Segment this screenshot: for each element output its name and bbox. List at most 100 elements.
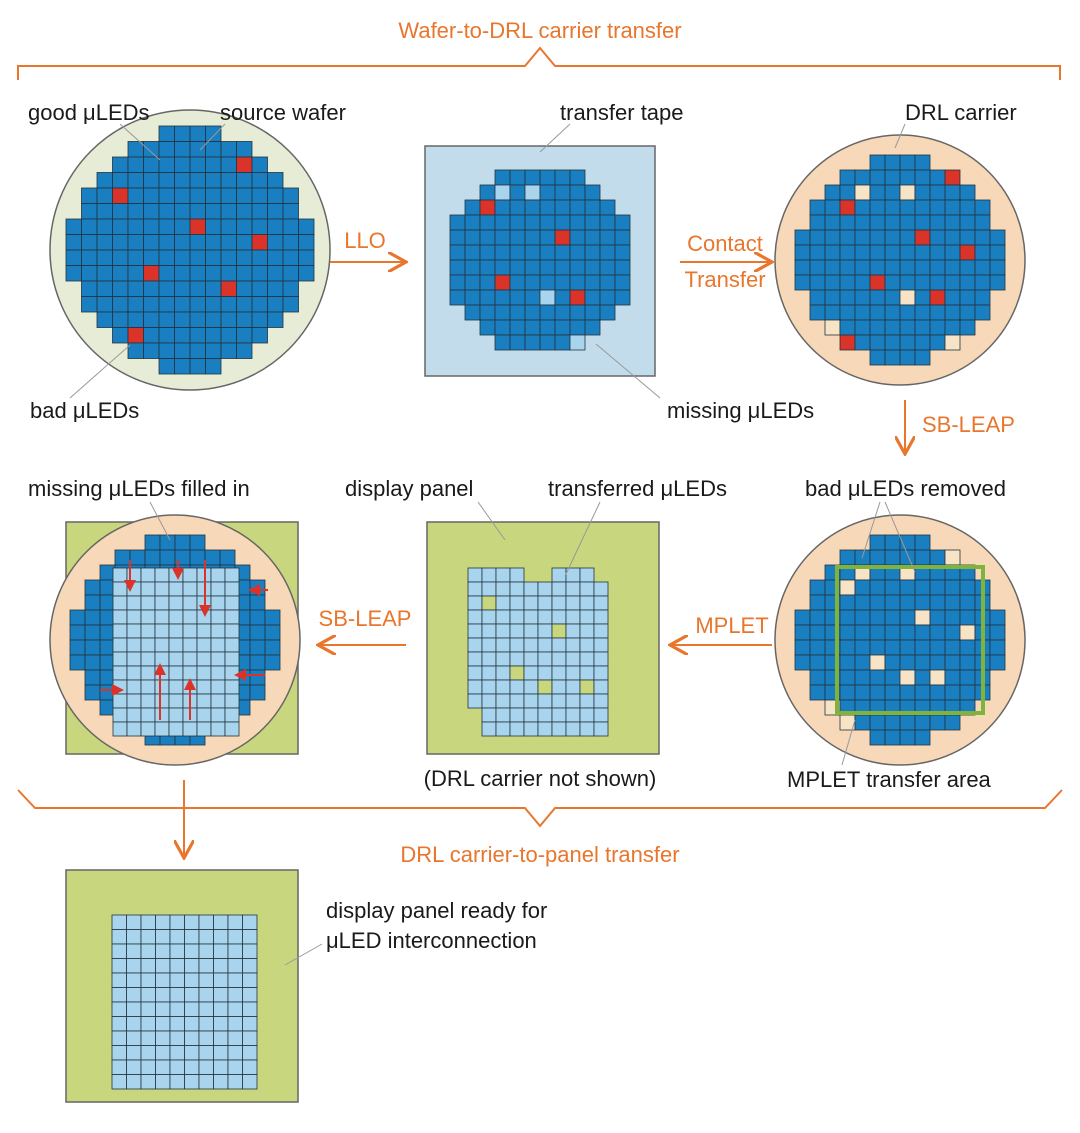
uled-cell <box>282 234 299 251</box>
uled-cell <box>210 595 226 611</box>
uled-cell <box>944 289 961 306</box>
uled-cell <box>884 214 901 231</box>
uled-cell <box>959 654 976 671</box>
uled-cell <box>593 651 609 667</box>
uled-cell <box>467 665 483 681</box>
uled-cell <box>974 274 991 291</box>
uled-cell <box>929 199 946 216</box>
uled-cell <box>839 609 856 626</box>
uled-cell <box>914 184 931 201</box>
uled-cell <box>884 609 901 626</box>
uled-cell <box>184 1016 200 1032</box>
uled-cell <box>884 594 901 611</box>
uled-cell <box>467 609 483 625</box>
transfer-tape-grid <box>449 169 631 351</box>
uled-cell <box>213 1030 229 1046</box>
uled-cell <box>126 721 142 737</box>
uled-cell <box>593 623 609 639</box>
uled-cell <box>584 274 601 291</box>
uled-cell <box>251 311 268 328</box>
uled-cell <box>869 654 886 671</box>
uled-cell <box>189 172 206 189</box>
uled-cell <box>839 259 856 276</box>
uled-cell <box>599 244 616 261</box>
uled-cell <box>140 972 156 988</box>
uled-cell <box>158 342 175 359</box>
uled-cell <box>584 319 601 336</box>
uled-cell <box>869 594 886 611</box>
uled-cell <box>554 289 571 306</box>
uled-cell <box>236 296 253 313</box>
uled-cell <box>140 1001 156 1017</box>
uled-cell <box>794 259 811 276</box>
uled-cell <box>154 581 170 597</box>
uled-cell <box>242 1059 258 1075</box>
uled-cell <box>509 289 526 306</box>
uled-cell <box>189 280 206 297</box>
uled-cell <box>264 654 281 671</box>
uled-cell <box>169 943 185 959</box>
uled-cell <box>584 199 601 216</box>
uled-cell <box>168 665 184 681</box>
uled-cell <box>579 637 595 653</box>
uled-cell <box>959 274 976 291</box>
uled-cell <box>929 594 946 611</box>
uled-cell <box>959 199 976 216</box>
ready-leader <box>284 943 323 966</box>
uled-cell <box>155 1045 171 1061</box>
uled-cell <box>565 651 581 667</box>
uled-cell <box>869 729 886 746</box>
uled-cell <box>168 595 184 611</box>
uled-cell <box>959 624 976 641</box>
uled-cell <box>140 1059 156 1075</box>
uled-cell <box>154 679 170 695</box>
uled-cell <box>824 214 841 231</box>
uled-cell <box>158 218 175 235</box>
uled-cell <box>112 651 128 667</box>
uled-cell <box>869 334 886 351</box>
uled-cell <box>449 214 466 231</box>
uled-cell <box>944 669 961 686</box>
uled-cell <box>854 639 871 656</box>
uled-cell <box>65 249 82 266</box>
uled-cell <box>224 707 240 723</box>
uled-cell <box>914 624 931 641</box>
uled-cell <box>169 987 185 1003</box>
uled-cell <box>126 637 142 653</box>
uled-cell <box>84 639 101 656</box>
uled-cell <box>205 234 222 251</box>
uled-cell <box>189 311 206 328</box>
uled-cell <box>554 214 571 231</box>
uled-cell <box>914 714 931 731</box>
uled-cell <box>158 358 175 375</box>
bad-removed-leader-b <box>884 501 916 573</box>
uled-cell <box>184 987 200 1003</box>
uled-cell <box>140 707 156 723</box>
uled-cell <box>227 929 243 945</box>
uled-cell <box>809 639 826 656</box>
uled-cell <box>224 595 240 611</box>
uled-cell <box>584 184 601 201</box>
uled-cell <box>569 259 586 276</box>
uled-cell <box>126 958 142 974</box>
uled-cell <box>210 651 226 667</box>
uled-cell <box>523 721 539 737</box>
uled-cell <box>205 203 222 220</box>
uled-cell <box>565 707 581 723</box>
uled-cell <box>884 349 901 366</box>
uled-cell <box>196 665 212 681</box>
uled-cell <box>249 609 266 626</box>
uled-cell <box>168 623 184 639</box>
uled-cell <box>282 218 299 235</box>
uled-cell <box>809 214 826 231</box>
uled-cell <box>959 609 976 626</box>
uled-cell <box>809 304 826 321</box>
uled-cell <box>523 665 539 681</box>
uled-cell <box>509 623 525 639</box>
uled-cell <box>884 579 901 596</box>
uled-cell <box>509 721 525 737</box>
uled-cell <box>509 244 526 261</box>
uled-cell <box>884 259 901 276</box>
uled-cell <box>929 334 946 351</box>
uled-cell <box>155 972 171 988</box>
